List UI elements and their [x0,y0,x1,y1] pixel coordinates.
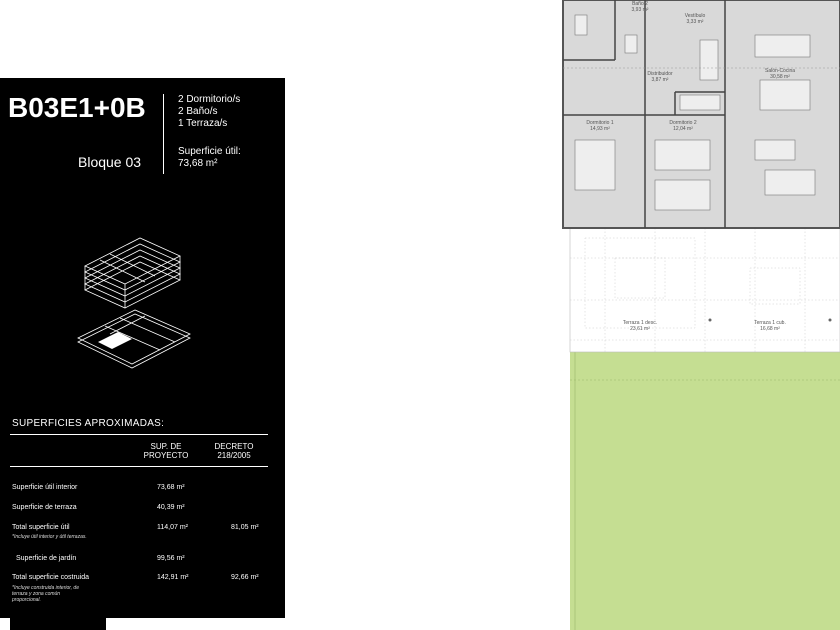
title-rule [10,434,268,435]
row-decree-total-built: 92,66 m² [231,574,259,581]
header-rule [10,466,268,467]
row-value-total-built: 142,91 m² [157,574,189,581]
room-distributor-area: 3,87 m² [652,77,669,83]
useful-surface-label: Superficie útil: [178,146,241,157]
room-bath2-area: 3,93 m² [632,7,649,13]
terraces-text: 1 Terraza/s [178,118,228,129]
room-bedroom2-name: Dormitorio 2 [669,120,696,126]
room-distributor-name: Distribuidor [647,71,673,77]
bedrooms-text: 2 Dormitorio/s [178,94,241,105]
block-label: Bloque 03 [78,154,142,170]
room-bedroom1-name: Dormitorio 1 [586,120,613,126]
row-value-terrace: 40,39 m² [157,504,185,511]
column-header-project: SUP. DE PROYECTO [143,442,189,460]
row-label-terrace: Superficie de terraza [12,504,77,511]
floor-plan: Baño 2 3,93 m² Vestíbulo 3,33 m² Salón-C… [562,0,840,630]
panel-bottom-tab [10,618,106,630]
room-terrace-covered-area: 16,68 m² [760,326,780,332]
note-total-built: *Incluye construida interior, de terraza… [12,585,79,603]
building-isometric-icon [77,237,191,369]
bathrooms-text: 2 Baño/s [178,106,218,117]
room-bath2-name: Baño 2 [632,1,648,7]
row-value-interior: 73,68 m² [157,484,185,491]
useful-surface: Superficie útil: 73,68 m² [178,146,241,170]
room-hall-name: Vestíbulo [685,13,706,19]
unit-rooms: 2 Dormitorio/s 2 Baño/s 1 Terraza/s [178,94,240,130]
divider-line [163,94,164,174]
row-label-total-built: Total superficie costruida [12,574,90,581]
unit-code: B03E1+0B [8,92,146,123]
useful-surface-value: 73,68 m² [178,158,218,169]
row-label-garden: Superficie de jardín [16,555,77,562]
row-label-total-useful: Total superficie útil [12,524,70,531]
room-terrace-open-area: 23,61 m² [630,326,650,332]
surfaces-title: SUPERFICIES APROXIMADAS: [12,418,165,429]
row-value-total-useful: 114,07 m² [157,524,188,531]
row-label-interior: Superficie útil interior [12,484,78,491]
room-terrace-open-name: Terraza 1 desc. [623,320,657,326]
room-hall-area: 3,33 m² [687,19,704,25]
room-terrace-covered-name: Terraza 1 cub. [754,320,786,326]
room-bedroom1-area: 14,93 m² [590,126,610,132]
room-bedroom2-area: 12,04 m² [673,126,693,132]
row-decree-total-useful: 81,05 m² [231,524,259,531]
room-living-area: 30,58 m² [770,74,790,80]
unit-info-panel: B03E1+0B 2 Dormitorio/s 2 Baño/s 1 Terra… [0,78,285,618]
garden-area [570,352,840,630]
note-total-useful: *Incluye útil interior y útil terrazas. [12,534,87,540]
room-living-name: Salón-Cocina [765,68,795,74]
row-value-garden: 99,56 m² [157,555,185,562]
column-header-decree: DECRETO 218/2005 [214,442,254,460]
